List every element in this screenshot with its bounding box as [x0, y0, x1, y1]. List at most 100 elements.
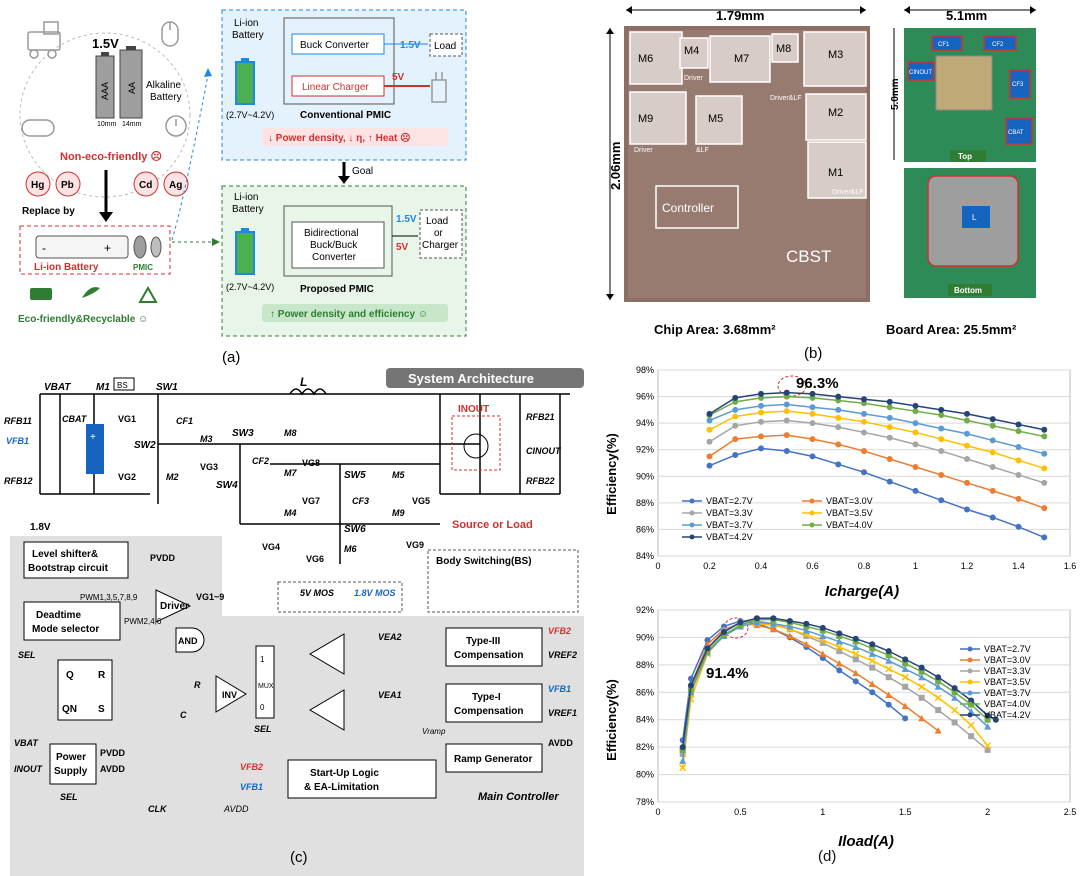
- data-point: [885, 701, 892, 708]
- data-point: [679, 757, 687, 764]
- svg-text:Driver: Driver: [684, 75, 703, 82]
- svg-text:Mode selector: Mode selector: [32, 624, 99, 635]
- x-tick-label: 0.4: [755, 561, 768, 571]
- y-tick-label: 90%: [636, 632, 654, 642]
- chart-bot-xlabel: Iload(A): [838, 833, 894, 850]
- data-point: [720, 628, 727, 635]
- conventional-battery-icon: [235, 58, 255, 105]
- panel-a: 1.5V AAA AA 10mm 14mm Alkaline Battery N…: [0, 0, 470, 370]
- svg-text:C: C: [180, 710, 187, 720]
- data-point: [852, 635, 859, 642]
- svg-text:CINOUT: CINOUT: [909, 70, 932, 76]
- svg-text:CBAT: CBAT: [1008, 130, 1024, 136]
- data-point: [836, 648, 843, 655]
- svg-text:M6: M6: [344, 544, 357, 554]
- svg-text:SW4: SW4: [216, 480, 238, 491]
- data-point: [989, 416, 996, 423]
- block-m6: [629, 31, 683, 85]
- data-point: [984, 712, 991, 719]
- svg-text:MUX: MUX: [258, 683, 274, 690]
- data-point: [984, 746, 991, 753]
- data-point: [770, 615, 777, 622]
- svg-text:(2.7V~4.2V): (2.7V~4.2V): [226, 110, 274, 120]
- svg-text:L: L: [972, 213, 977, 222]
- svg-text:AVDD: AVDD: [548, 738, 573, 748]
- legend-marker: [967, 701, 973, 707]
- device-circle: [19, 32, 191, 198]
- data-point: [758, 409, 764, 416]
- inout-source-box: [451, 415, 501, 471]
- svg-text:VG5: VG5: [412, 496, 430, 506]
- data-point: [934, 683, 942, 690]
- svg-text:INV: INV: [222, 690, 237, 700]
- y-tick-label: 96%: [636, 392, 654, 402]
- data-point: [802, 640, 810, 648]
- legend-entry: VBAT=4.0V: [984, 699, 1031, 709]
- data-point: [951, 719, 958, 726]
- svg-text:Body Switching(BS): Body Switching(BS): [436, 556, 532, 567]
- data-point: [885, 657, 893, 664]
- data-point: [984, 716, 991, 723]
- data-point: [886, 424, 893, 431]
- element-pb: Pb: [55, 171, 81, 197]
- cbst-label: CBST: [786, 247, 831, 266]
- data-point: [935, 707, 942, 714]
- svg-text:VBAT: VBAT: [14, 738, 39, 748]
- main-controller-area: [10, 536, 584, 876]
- data-point: [886, 434, 893, 441]
- legend-marker: [809, 498, 815, 504]
- data-point: [706, 453, 713, 460]
- data-point: [835, 461, 842, 468]
- svg-text:Conventional PMIC: Conventional PMIC: [300, 110, 391, 121]
- svg-text:CF1: CF1: [938, 42, 950, 48]
- data-point: [938, 406, 945, 413]
- panel-b-diagram: 1.79mm 2.06mm M6 M4 M7 M8 M3 M9 M5 M2 M: [606, 6, 1036, 362]
- svg-text:SEL: SEL: [18, 650, 36, 660]
- svg-text:AND: AND: [178, 636, 198, 646]
- svg-text:M1: M1: [828, 167, 843, 179]
- svg-text:RFB12: RFB12: [4, 476, 33, 486]
- data-point: [809, 453, 816, 460]
- svg-text:RFB22: RFB22: [526, 476, 555, 486]
- data-point: [901, 702, 909, 709]
- legend-marker: [689, 534, 695, 540]
- data-point: [706, 426, 713, 433]
- svg-text:Ag: Ag: [169, 180, 182, 191]
- legend-entry: VBAT=4.0V: [826, 520, 873, 530]
- svg-text:Driver: Driver: [160, 601, 189, 612]
- series-line: [709, 391, 1045, 431]
- legend-entry: VBAT=3.0V: [984, 655, 1031, 665]
- x-tick-label: 0: [655, 807, 660, 817]
- svg-text:+: +: [104, 241, 111, 255]
- svg-text:CLK: CLK: [148, 804, 168, 814]
- y-tick-label: 82%: [636, 742, 654, 752]
- startup-logic-block: [287, 759, 437, 799]
- data-point: [934, 727, 942, 734]
- svg-text:1.79mm: 1.79mm: [716, 8, 764, 23]
- data-point: [912, 420, 919, 427]
- svg-text:2.06mm: 2.06mm: [608, 142, 623, 190]
- y-tick-label: 92%: [636, 605, 654, 615]
- svg-text:VBAT: VBAT: [44, 382, 71, 393]
- data-point: [885, 674, 892, 681]
- data-point: [902, 715, 909, 722]
- legend-marker: [967, 679, 973, 685]
- svg-text:Li-ion Battery: Li-ion Battery: [34, 262, 99, 273]
- data-point: [964, 410, 970, 417]
- svg-text:VFB2: VFB2: [240, 762, 263, 772]
- mux: [255, 645, 275, 719]
- x-tick-label: 1.5: [899, 807, 912, 817]
- data-point: [918, 683, 926, 691]
- svg-text:Goal: Goal: [352, 166, 373, 177]
- svg-text:Li-ion: Li-ion: [234, 192, 258, 203]
- data-point: [886, 404, 893, 411]
- svg-text:CBAT: CBAT: [62, 414, 88, 424]
- svg-text:VFB1: VFB1: [548, 684, 571, 694]
- cap-cf3: [1009, 69, 1031, 99]
- svg-text:SW6: SW6: [344, 524, 366, 535]
- data-point: [992, 716, 999, 723]
- svg-text:VG7: VG7: [302, 496, 320, 506]
- data-point: [964, 430, 970, 437]
